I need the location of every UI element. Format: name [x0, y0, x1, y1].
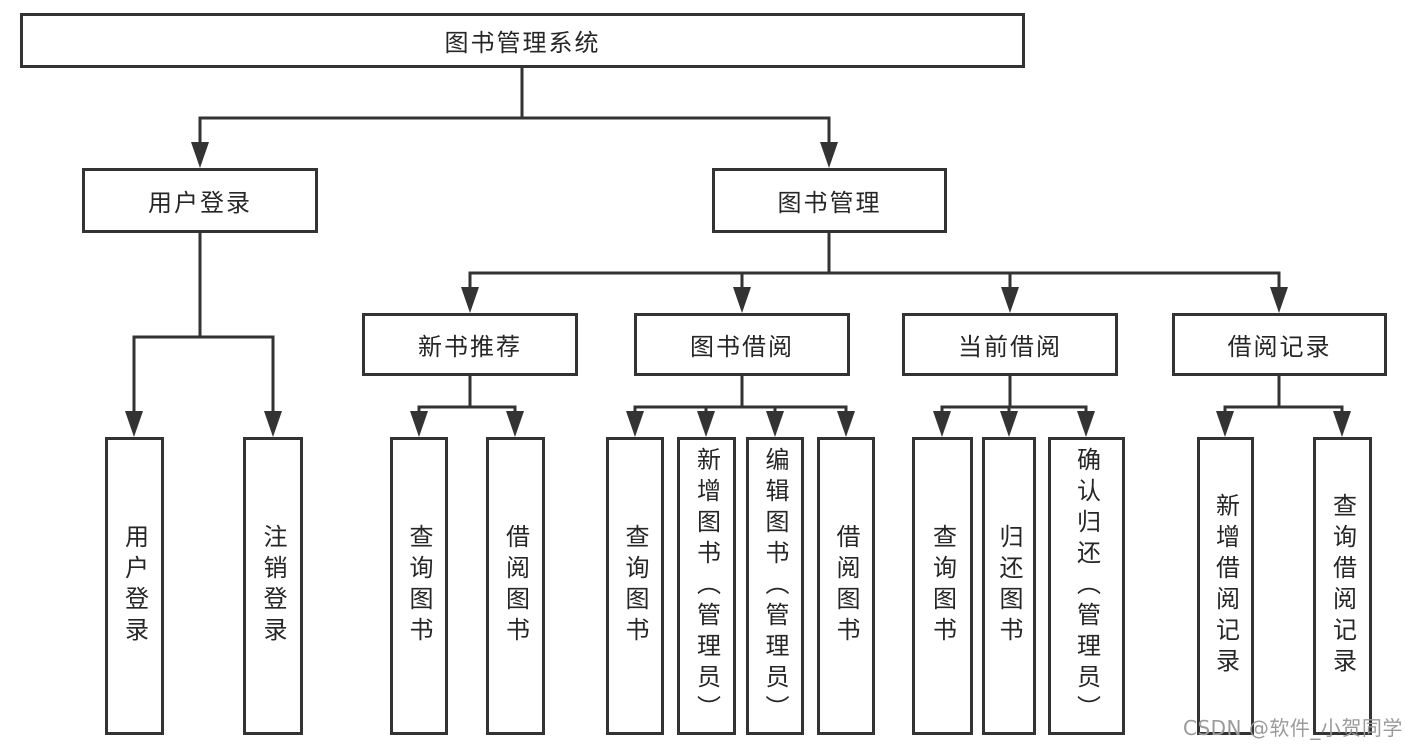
leaf-logout: 注销登录 — [243, 437, 303, 735]
node-user-login: 用户登录 — [82, 168, 318, 233]
leaf-add-book-admin-label: 新增图书（管理员） — [692, 446, 721, 726]
leaf-query-books-3: 查询图书 — [912, 437, 973, 735]
leaf-logout-label: 注销登录 — [259, 524, 287, 648]
leaf-query-borrow-record-label: 查询借阅记录 — [1328, 493, 1357, 679]
arrowheads — [125, 142, 1351, 437]
leaf-borrow-books-2: 借阅图书 — [817, 437, 875, 735]
leaf-user-login-label: 用户登录 — [120, 524, 149, 648]
watermark: CSDN @软件_小贺同学 — [1183, 716, 1403, 740]
leaf-return-book: 归还图书 — [982, 437, 1036, 735]
leaf-borrow-books-2-label: 借阅图书 — [832, 524, 860, 648]
leaf-query-borrow-record: 查询借阅记录 — [1313, 437, 1372, 735]
leaf-confirm-return-admin-label: 确认归还（管理员） — [1072, 446, 1101, 726]
node-book-management: 图书管理 — [712, 168, 947, 233]
leaf-edit-book-admin-label: 编辑图书（管理员） — [761, 446, 789, 726]
leaf-query-books-2: 查询图书 — [606, 437, 664, 735]
leaf-edit-book-admin: 编辑图书（管理员） — [746, 437, 804, 735]
leaf-add-book-admin: 新增图书（管理员） — [677, 437, 736, 735]
node-current-borrowing: 当前借阅 — [902, 313, 1118, 376]
leaf-query-books-3-label: 查询图书 — [928, 524, 957, 648]
node-book-management-system: 图书管理系统 — [20, 13, 1025, 68]
leaf-add-borrow-record-label: 新增借阅记录 — [1211, 493, 1240, 679]
leaf-add-borrow-record: 新增借阅记录 — [1197, 437, 1254, 735]
leaf-confirm-return-admin: 确认归还（管理员） — [1048, 437, 1125, 735]
leaf-user-login: 用户登录 — [105, 437, 164, 735]
leaf-query-books-2-label: 查询图书 — [621, 524, 649, 648]
node-book-borrowing: 图书借阅 — [634, 313, 850, 376]
leaf-borrow-books-1: 借阅图书 — [486, 437, 545, 735]
node-new-book-recommend: 新书推荐 — [362, 313, 578, 376]
leaf-query-books-1: 查询图书 — [390, 437, 448, 735]
node-borrowing-records: 借阅记录 — [1172, 313, 1387, 376]
leaf-query-books-1-label: 查询图书 — [405, 524, 433, 648]
leaf-return-book-label: 归还图书 — [995, 524, 1023, 648]
leaf-borrow-books-1-label: 借阅图书 — [501, 524, 530, 648]
